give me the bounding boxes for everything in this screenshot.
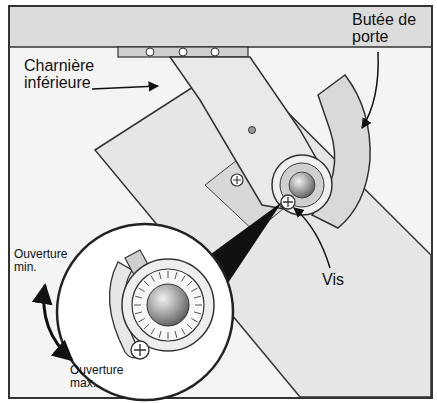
leader-line — [92, 86, 158, 89]
cabinet-bottom — [10, 7, 431, 47]
dial-tick — [135, 312, 142, 314]
leader-line — [362, 52, 378, 128]
range-label: Ouverture max. — [70, 364, 136, 389]
range-label: Ouverture min. — [14, 248, 80, 273]
dial-tick — [134, 305, 141, 306]
dial-tick — [135, 296, 142, 298]
part-label: Vis — [322, 272, 382, 289]
detail-circle — [57, 224, 233, 400]
dial-tick — [168, 332, 169, 339]
part-label: Butée de porte — [352, 12, 422, 46]
range-arrow — [44, 285, 72, 360]
dial-tick — [194, 312, 201, 314]
dial-tick — [182, 328, 186, 334]
dial-tick — [144, 324, 149, 329]
dial-tick — [151, 276, 155, 282]
screw — [131, 341, 149, 359]
part-label: Charnière inférieure — [24, 58, 104, 92]
dial-tick — [139, 319, 145, 323]
dial-tick — [175, 272, 177, 279]
dial — [122, 259, 214, 351]
hinge-arm — [170, 57, 320, 210]
dial-tick — [151, 328, 155, 334]
dial-tick — [159, 331, 161, 338]
dial-tick — [168, 271, 169, 278]
dial-tick — [144, 281, 149, 286]
pivot-gear — [272, 155, 332, 215]
pivot-ball — [147, 284, 189, 326]
dial-tick — [195, 305, 202, 306]
dial-tick — [159, 272, 161, 279]
dial-tick — [194, 296, 201, 298]
hinge-mount — [118, 47, 248, 57]
screw — [231, 174, 243, 186]
screw — [281, 195, 295, 209]
dial-tick — [187, 324, 192, 329]
dial-tick — [175, 331, 177, 338]
dial-tick — [139, 288, 145, 292]
dial-tick — [191, 288, 197, 292]
dial-tick — [191, 319, 197, 323]
dial-tick — [187, 281, 192, 286]
leader-line — [294, 208, 330, 268]
dial-tick — [182, 276, 186, 282]
